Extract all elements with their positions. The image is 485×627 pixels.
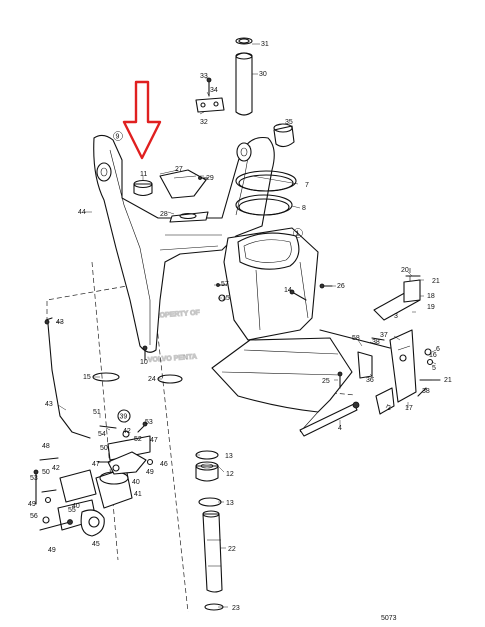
callout-51: 51 [93,409,101,416]
callout-18: 18 [427,293,435,300]
callout-32: 32 [200,119,208,126]
leader-lines [56,43,440,608]
watermark-line-2: VOLVO PENTA [148,354,198,364]
callout-47: 47 [150,437,158,444]
watermark: PROPERTY OF VOLVO PENTA [147,309,201,365]
callout-2: 2 [387,405,391,412]
bushing-part-11 [133,179,153,197]
callout-22: 22 [228,546,236,553]
callout-28: 28 [160,211,168,218]
callout-23: 23 [232,605,240,612]
steering-linkage [299,275,441,437]
callout-50-left: 50 [42,469,50,476]
callout-3: 3 [394,313,398,320]
callout-34: 34 [210,87,218,94]
callout-13-upper: 13 [225,453,233,460]
callout-9: 9 [116,134,120,141]
callout-17: 17 [405,405,413,412]
callout-40-left: 40 [72,503,80,510]
upper-sleeve [235,37,253,116]
callout-57: 57 [221,281,229,288]
callout-56: 56 [30,513,38,520]
callout-37: 37 [380,332,388,339]
callout-48: 48 [42,443,50,450]
swivel-housing [211,227,353,433]
callout-36: 36 [366,377,374,384]
small-bracket [195,77,225,113]
callout-29: 29 [206,175,214,182]
callout-10: 10 [140,359,148,366]
callout-44: 44 [78,209,86,216]
callout-25: 25 [322,378,330,385]
callout-38-upper: 38 [372,339,380,346]
callout-41: 41 [134,491,142,498]
callout-21-lower: 21 [444,377,452,384]
callout-50-upper: 50 [100,445,108,452]
callout-49-bottom: 49 [48,547,56,554]
callout-8: 8 [302,205,306,212]
callout-42-upper: 42 [123,428,131,435]
lower-link-assembly [33,409,154,537]
callout-43-rod: 43 [45,401,53,408]
callout-31: 31 [261,41,269,48]
exhaust-elbow [159,169,209,223]
callout-4: 4 [338,425,342,432]
callout-40-right: 40 [132,479,140,486]
callout-53-upper: 53 [145,419,153,426]
pivot-shaft [195,450,224,611]
callout-27: 27 [175,166,183,173]
bushing-cup [273,123,295,148]
callout-43-end: 43 [56,319,64,326]
callout-53-lower: 53 [30,475,38,482]
suspension-arm [93,134,275,353]
callout-24: 24 [148,376,156,383]
callout-42-lower: 42 [52,465,60,472]
watermark-line-1: PROPERTY OF [150,309,201,320]
callout-6: 6 [436,346,440,353]
callout-33: 33 [200,73,208,80]
callout-5: 5 [432,365,436,372]
o-rings-left [92,372,183,384]
callout-39: 39 [120,414,128,421]
callout-49-upper: 49 [146,469,154,476]
highlight-arrow [122,80,162,160]
callout-11: 11 [140,171,147,178]
callout-38-lower: 38 [422,388,430,395]
callout-15-upper: 15 [222,295,230,302]
callout-15-lower: 15 [83,374,91,381]
callout-1: 1 [296,231,300,238]
callout-21-upper: 21 [432,278,440,285]
callouts: 31 30 33 34 32 35 9 27 11 29 7 8 28 44 1… [28,41,452,622]
callout-52: 52 [134,436,142,443]
callout-49-left: 49 [28,501,36,508]
callout-55: 55 [68,507,76,514]
callout-30: 30 [259,71,267,78]
callout-46: 46 [160,461,168,468]
callout-26: 26 [337,283,345,290]
callout-7: 7 [305,182,309,189]
callout-58: 58 [352,335,360,342]
callout-35: 35 [285,119,293,126]
callout-20: 20 [401,267,409,274]
callout-19: 19 [427,304,435,311]
callout-47b: 47 [92,461,100,468]
callout-13-lower: 13 [226,500,234,507]
callout-14: 14 [284,287,292,294]
callout-16: 16 [429,352,437,359]
drawing-number: 5073 [381,615,397,622]
callout-54: 54 [98,431,106,438]
callout-12: 12 [226,471,234,478]
callout-45: 45 [92,541,100,548]
control-rod [44,317,91,439]
